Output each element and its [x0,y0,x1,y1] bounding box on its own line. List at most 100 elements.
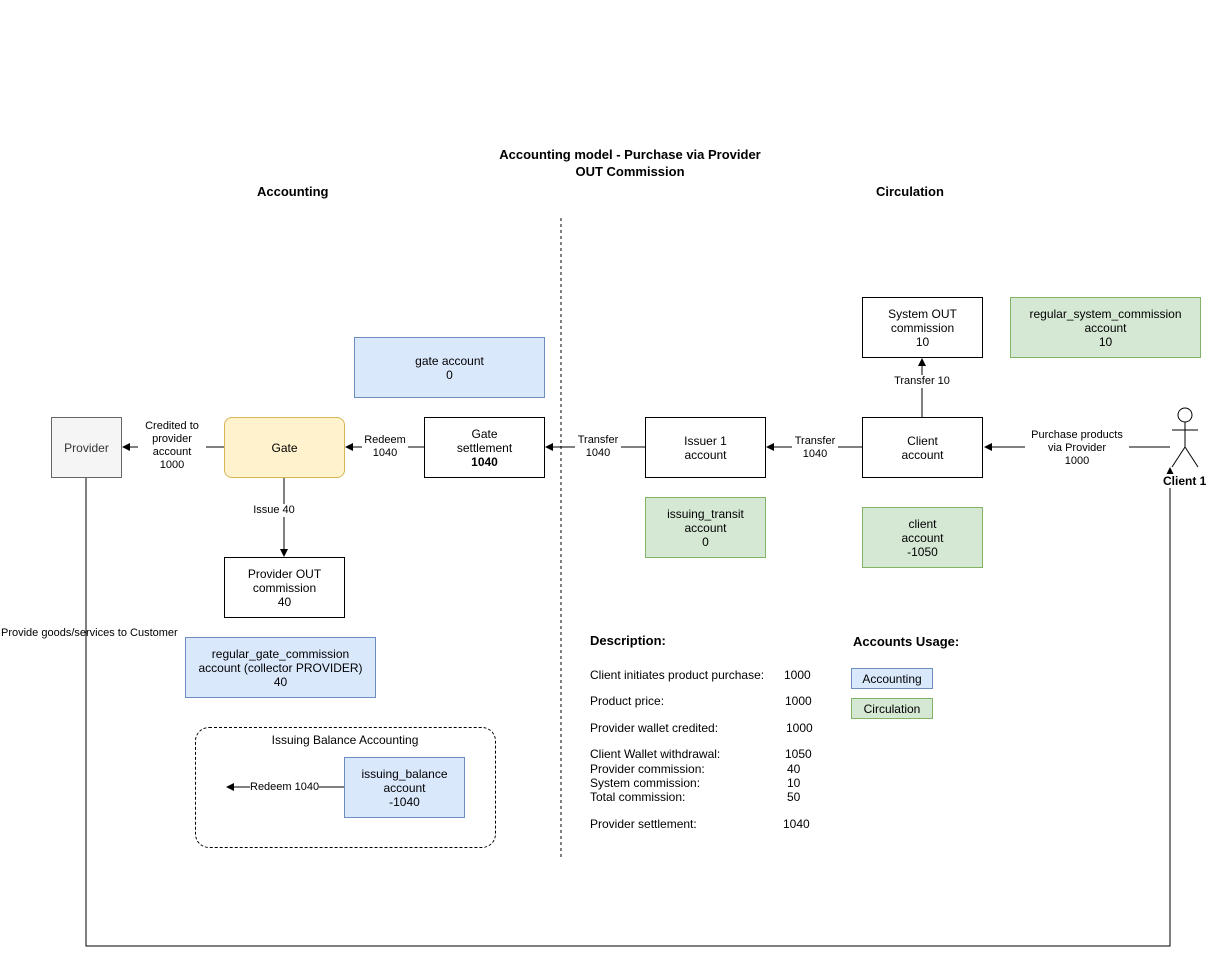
credited-line1: Credited to [145,420,199,432]
description-row: Product price: [590,694,664,708]
provider-out-commission-line2: commission [252,580,317,595]
edge-label-redeem-balance: Redeem 1040 [250,781,320,794]
issuing-balance-group-label: Issuing Balance Accounting [271,733,419,747]
system-out-commission-line1: System OUT [888,306,957,321]
regular-gate-commission-value: 40 [273,674,288,689]
gate-label: Gate [271,440,298,455]
description-row: Provider commission: [590,762,705,776]
section-accounting-heading: Accounting [257,184,329,199]
issuing-transit-value: 0 [702,534,709,549]
client-actor-figure [1171,407,1199,468]
edge-label-provide-goods: Provide goods/services to Customer [1,627,178,639]
edge-label-transfer-issuer-gate: Transfer 1040 [575,434,621,460]
issuing-transit-line1: issuing_transit [667,506,744,521]
diagram-title: Accounting model - Purchase via Provider… [480,146,780,180]
system-out-commission-line2: commission [890,320,955,335]
title-line-2: OUT Commission [575,164,685,179]
issuing-balance-group [195,727,496,848]
issuing-balance-value: -1040 [389,794,420,809]
description-row-label: Total commission: [590,790,686,804]
purchase-line1: Purchase products [1031,429,1123,441]
client-ledger-line1: client [908,516,937,531]
description-row: Provider wallet credited: [590,721,718,735]
transfer-client-issuer-line1: Transfer [794,435,836,447]
description-row-label: Client Wallet withdrawal: [590,747,721,761]
description-row-label: Provider wallet credited: [590,721,719,735]
description-row-label: Client initiates product purchase: [590,668,765,682]
gate-account-label: gate account [415,353,484,368]
client-ledger-line2: account [901,530,944,545]
accounts-usage-heading: Accounts Usage: [853,634,960,649]
issuing-balance-ledger[interactable]: issuing_balance account -1040 [344,757,465,818]
regular-gate-commission-ledger[interactable]: regular_gate_commission account (collect… [185,637,376,698]
title-line-1: Accounting model - Purchase via Provider [499,147,761,162]
issuer-account-node[interactable]: Issuer 1 account [645,417,766,478]
provider-out-commission-node[interactable]: Provider OUT commission 40 [224,557,345,618]
gate-settlement-value: 1040 [471,454,498,469]
edge-label-redeem-gate: Redeem 1040 [362,434,408,460]
description-row-label: System commission: [590,776,701,790]
section-circulation-heading: Circulation [876,184,944,199]
client-ledger-value: -1050 [907,544,938,559]
issuing-balance-line2: account [383,780,426,795]
description-row-value: 1050 [785,747,812,761]
provider-node[interactable]: Provider [51,417,122,478]
description-row: System commission: [590,776,700,790]
issuer-line1: Issuer 1 [684,433,727,448]
edge-label-purchase: Purchase products via Provider 1000 [1025,429,1129,468]
transfer-issuer-gate-line2: 1040 [585,447,611,459]
provider-label: Provider [64,440,109,455]
system-out-commission-node[interactable]: System OUT commission 10 [862,297,983,358]
legend-accounting: Accounting [851,668,933,689]
regular-gate-commission-line2: account (collector PROVIDER) [198,660,363,675]
regular-system-commission-line1: regular_system_commission [1029,306,1182,321]
issuing-balance-line1: issuing_balance [361,766,448,781]
description-row: Client Wallet withdrawal: [590,747,720,761]
edge-label-issue: Issue 40 [250,504,298,517]
description-row-value: 50 [787,790,801,804]
regular-system-commission-ledger[interactable]: regular_system_commission account 10 [1010,297,1201,358]
description-row-value: 1000 [784,668,811,682]
client-actor-label: Client 1 [1163,474,1207,488]
transfer-client-issuer-line2: 1040 [802,448,828,460]
provider-out-commission-value: 40 [277,594,292,609]
transfer-issuer-gate-line1: Transfer [577,434,619,446]
legend-circulation: Circulation [851,698,933,719]
gate-settlement-line2: settlement [456,440,513,455]
gate-account-value: 0 [446,367,453,382]
credited-line2: provider [152,433,192,445]
description-row-value: 1000 [785,694,812,708]
description-row-label: Provider commission: [590,762,705,776]
description-heading: Description: [590,633,666,648]
system-out-commission-value: 10 [915,334,930,349]
client-account-line1: Client [907,433,938,448]
description-row-value: 10 [787,776,801,790]
description-row-value: 40 [787,762,801,776]
client-account-node[interactable]: Client account [862,417,983,478]
edge-label-transfer-client-issuer: Transfer 1040 [792,435,838,461]
issuer-line2: account [684,447,727,462]
purchase-line2: via Provider [1047,442,1107,454]
description-row-value: 1000 [786,721,813,735]
provider-out-commission-line1: Provider OUT [247,566,322,581]
issuing-transit-ledger[interactable]: issuing_transit account 0 [645,497,766,558]
description-row-label: Product price: [590,694,665,708]
gate-node[interactable]: Gate [224,417,345,478]
description-row: Total commission: [590,790,685,804]
edge-label-transfer-system: Transfer 10 [891,375,953,388]
credited-line4: 1000 [159,459,185,471]
gate-account-ledger[interactable]: gate account 0 [354,337,545,398]
edge-provide-goods [85,467,1174,947]
gate-settlement-node[interactable]: Gate settlement 1040 [424,417,545,478]
redeem-gate-line1: Redeem [364,434,406,446]
description-row: Provider settlement: [590,817,697,831]
redeem-gate-line2: 1040 [372,447,398,459]
credited-line3: account [152,446,192,458]
description-row: Client initiates product purchase: [590,668,764,682]
issuing-transit-line2: account [684,520,727,535]
client-account-ledger[interactable]: client account -1050 [862,507,983,568]
regular-system-commission-line2: account [1084,320,1127,335]
regular-system-commission-value: 10 [1098,334,1113,349]
